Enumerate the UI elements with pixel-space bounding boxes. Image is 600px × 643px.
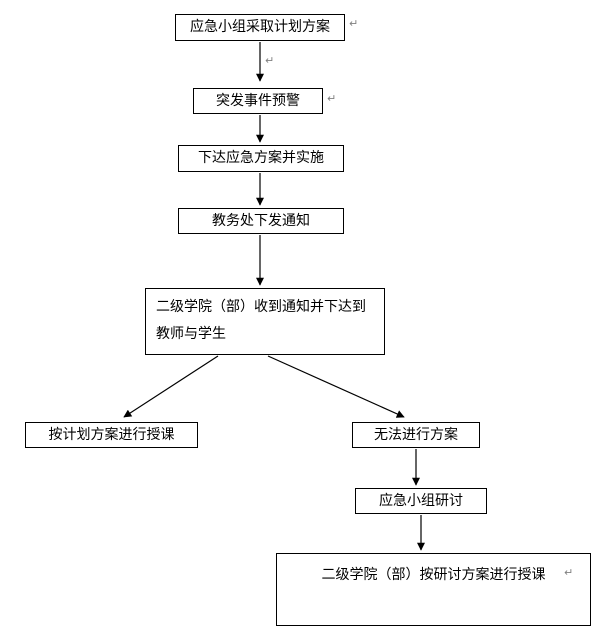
flow-node-team-discuss: 应急小组研讨 xyxy=(355,488,487,514)
flow-node-teach-per-plan: 按计划方案进行授课 xyxy=(25,422,198,448)
edge-college-receive-teach-plan xyxy=(123,355,219,418)
flow-node-label: 二级学院（部）按研讨方案进行授课 xyxy=(321,568,546,583)
flow-node-plan-infeasible: 无法进行方案 xyxy=(352,422,480,448)
flow-node-label: 无法进行方案 xyxy=(374,427,458,443)
flow-node-label: 下达应急方案并实施 xyxy=(198,151,324,166)
paragraph-mark-icon: ↵ xyxy=(327,92,337,105)
flow-node-label: 突发事件预警 xyxy=(216,93,300,109)
flow-node-label: 应急小组研讨 xyxy=(379,493,463,509)
flow-node-warning: 突发事件预警 xyxy=(193,88,323,114)
paragraph-mark-icon: ↵ xyxy=(265,54,275,67)
flow-node-label: 二级学院（部）收到通知并下达到 教师与学生 xyxy=(156,299,366,342)
flow-node-issue-implement: 下达应急方案并实施 xyxy=(178,145,344,172)
flow-node-label: 按计划方案进行授课 xyxy=(48,427,175,443)
flow-node-label: 应急小组采取计划方案 xyxy=(190,20,330,35)
flow-node-office-notice: 教务处下发通知 xyxy=(178,208,344,234)
edge-college-receive-infeasible xyxy=(267,355,405,418)
flow-node-plan-adopt: 应急小组采取计划方案 xyxy=(175,14,345,41)
flow-node-teach-per-discussed: 二级学院（部）按研讨方案进行授课 xyxy=(276,553,591,626)
paragraph-mark-icon: ↵ xyxy=(349,17,359,30)
flow-node-college-receive: 二级学院（部）收到通知并下达到 教师与学生 xyxy=(145,288,385,355)
paragraph-mark-icon: ↵ xyxy=(564,566,574,579)
flow-node-label: 教务处下发通知 xyxy=(212,213,310,229)
